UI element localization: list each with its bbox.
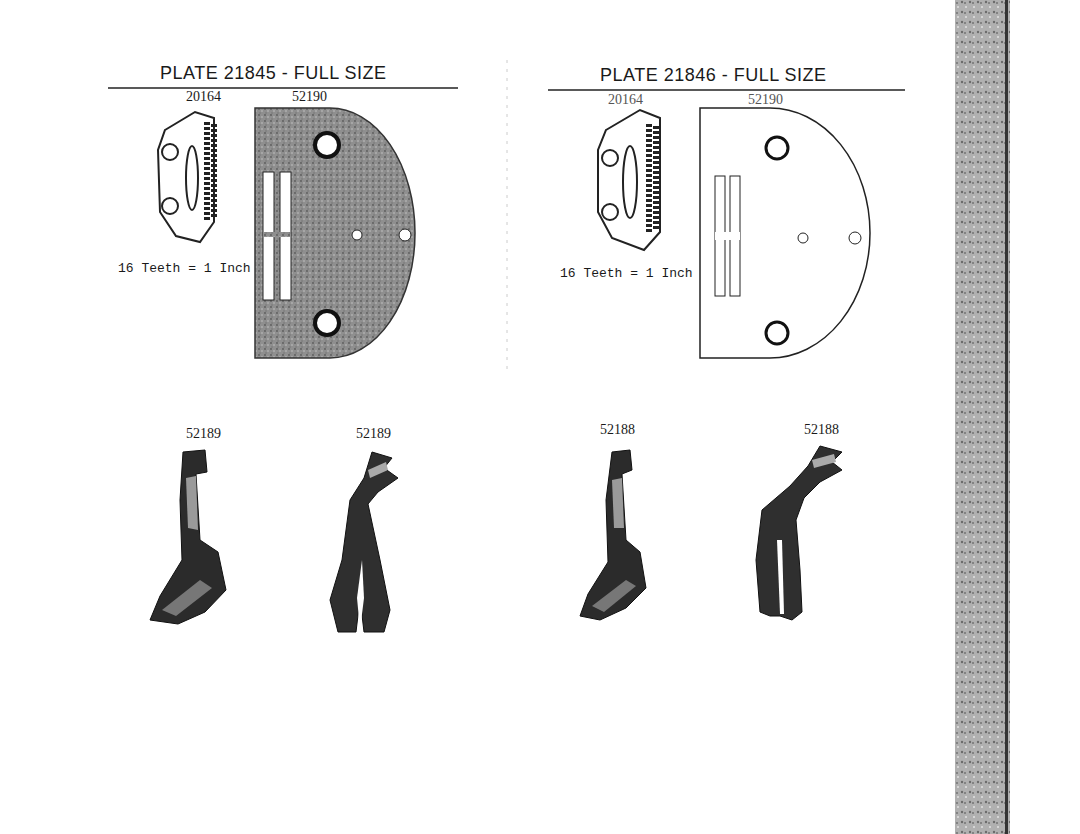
part-number: 52188	[600, 422, 635, 437]
teeth-note: 16 Teeth = 1 Inch	[560, 267, 693, 281]
plate-heading: PLATE 21845 - FULL SIZE	[160, 64, 387, 84]
fold-mark	[507, 60, 508, 370]
presser-foot-side	[580, 450, 646, 620]
teeth-note: 16 Teeth = 1 Inch	[118, 262, 251, 276]
feed-dog	[158, 112, 217, 242]
part-number: 20164	[186, 89, 221, 104]
part-number: 52188	[804, 422, 839, 437]
scan-edge	[955, 0, 1010, 834]
presser-foot-front	[756, 446, 842, 620]
part-number: 20164	[608, 92, 643, 107]
part-number: 52190	[292, 89, 327, 104]
part-number: 52190	[748, 92, 783, 107]
feed-dog	[598, 110, 660, 250]
throat-plate	[700, 108, 870, 358]
presser-foot-front	[330, 452, 398, 632]
throat-plate	[255, 108, 415, 358]
heading-rule	[108, 87, 458, 89]
heading-rule	[548, 89, 905, 91]
presser-foot-side	[150, 450, 226, 624]
part-number: 52189	[186, 426, 221, 441]
part-number: 52189	[356, 426, 391, 441]
plate-heading: PLATE 21846 - FULL SIZE	[600, 66, 827, 86]
scan-edge-line	[1005, 0, 1008, 834]
